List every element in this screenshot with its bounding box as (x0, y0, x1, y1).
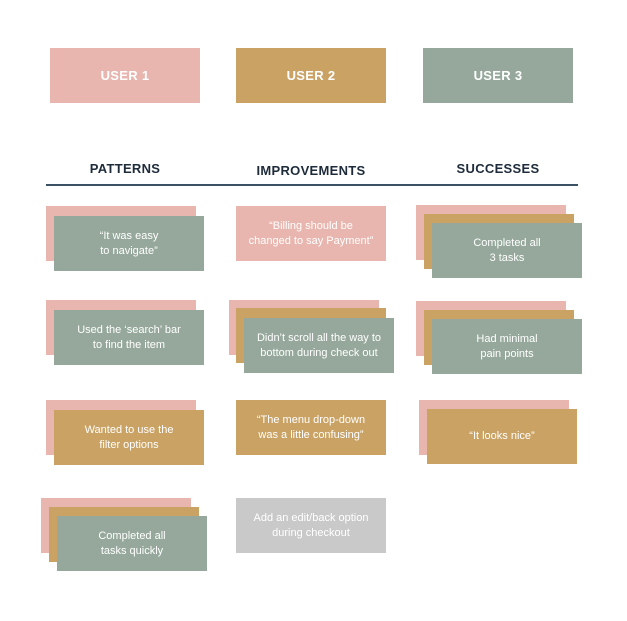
sticky-note: Used the ‘search’ bar to find the item (54, 310, 204, 365)
sticky-note: “Billing should be changed to say Paymen… (236, 206, 386, 261)
note-text: Completed all 3 tasks (473, 236, 541, 264)
user-3-legend: USER 3 (423, 48, 573, 103)
sticky-note: Completed all tasks quickly (57, 516, 207, 571)
note-text: Used the ‘search’ bar to find the item (77, 323, 181, 351)
user-2-legend: USER 2 (236, 48, 386, 103)
user-1-legend: USER 1 (50, 48, 200, 103)
sticky-note: “The menu drop-down was a little confusi… (236, 400, 386, 455)
header-divider (46, 184, 578, 186)
sticky-note: Didn’t scroll all the way to bottom duri… (244, 318, 394, 373)
note-text: “It looks nice” (469, 430, 535, 442)
patterns-header: PATTERNS (89, 161, 161, 176)
note-text: Completed all tasks quickly (98, 529, 166, 557)
note-text: Wanted to use the filter options (84, 423, 174, 451)
note-text: “It was easy to navigate” (99, 229, 159, 257)
note-text: Didn’t scroll all the way to bottom duri… (256, 331, 382, 359)
improvements-header: IMPROVEMENTS (256, 163, 366, 178)
sticky-note: “It was easy to navigate” (54, 216, 204, 271)
sticky-note: Add an edit/back option during checkout (236, 498, 386, 553)
note-text: Add an edit/back option during checkout (253, 511, 369, 539)
user-3-label: USER 3 (473, 68, 523, 83)
note-text: “The menu drop-down was a little confusi… (256, 413, 366, 441)
note-text: Had minimal pain points (476, 332, 538, 360)
successes-header: SUCCESSES (456, 161, 540, 176)
user-1-label: USER 1 (100, 68, 150, 83)
note-text: “Billing should be changed to say Paymen… (248, 219, 374, 247)
user-2-label: USER 2 (286, 68, 336, 83)
sticky-note: Had minimal pain points (432, 319, 582, 374)
sticky-note: Wanted to use the filter options (54, 410, 204, 465)
sticky-note: Completed all 3 tasks (432, 223, 582, 278)
sticky-note: “It looks nice” (427, 409, 577, 464)
